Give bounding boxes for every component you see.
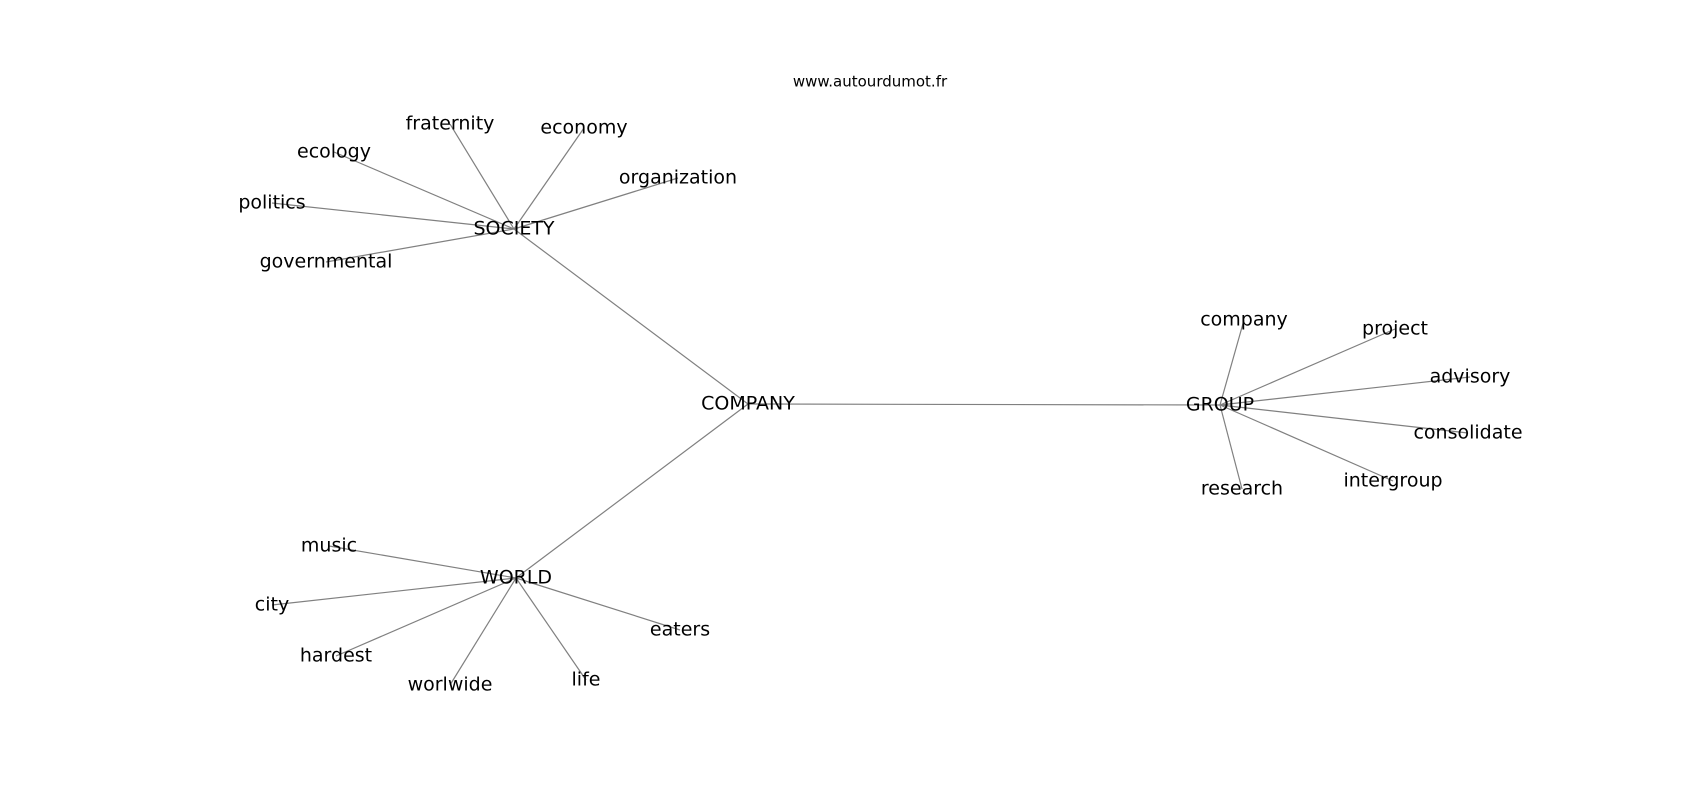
leaf-node-hardest: hardest [300,645,372,667]
edge-center-society [513,228,749,405]
edge-society-fraternity [449,123,515,230]
edge-group-consolidate [1219,404,1469,434]
leaf-node-consolidate: consolidate [1413,422,1522,444]
leaf-node-company: company [1200,309,1288,331]
edge-group-advisory [1219,376,1471,406]
leaf-node-music: music [301,535,357,557]
hub-node-society: SOCIETY [473,218,554,240]
leaf-node-research: research [1201,478,1283,500]
leaf-node-governmental: governmental [260,251,393,273]
edge-world-eaters [515,577,681,631]
hub-node-group: GROUP [1186,394,1254,416]
edge-center-world [515,403,749,579]
edge-group-intergroup [1219,404,1394,482]
leaf-node-politics: politics [238,192,305,214]
leaf-node-life: life [572,669,601,691]
edge-group-research [1219,404,1243,490]
graph-labels: www.autourdumot.fr COMPANY SOCIETY fratern… [238,73,1522,696]
edge-world-life [515,577,587,681]
edge-world-worlwide [449,577,517,686]
edge-world-music [328,545,517,579]
leaf-node-worlwide: worlwide [408,674,493,696]
leaf-node-organization: organization [619,167,737,189]
center-node-company: COMPANY [701,393,795,415]
graph-edges [271,123,1471,686]
edge-society-governmental [325,228,515,263]
edge-society-ecology [333,151,515,230]
leaf-node-advisory: advisory [1430,366,1511,388]
leaf-node-eaters: eaters [650,619,710,641]
leaf-node-economy: economy [540,117,627,139]
edge-society-organization [513,177,679,230]
leaf-node-intergroup: intergroup [1343,470,1442,492]
hub-node-world: WORLD [480,567,552,589]
leaf-node-fraternity: fraternity [406,113,495,135]
edge-group-project [1219,328,1396,406]
leaf-node-city: city [255,594,289,616]
edge-group-company [1219,319,1245,406]
edge-society-economy [513,127,585,230]
edge-center-group [747,403,1221,406]
watermark-text: www.autourdumot.fr [793,73,948,91]
leaf-node-project: project [1362,318,1428,340]
edge-world-city [271,577,517,606]
edge-world-hardest [335,577,517,657]
leaf-node-ecology: ecology [297,141,371,163]
edge-society-politics [271,202,515,230]
